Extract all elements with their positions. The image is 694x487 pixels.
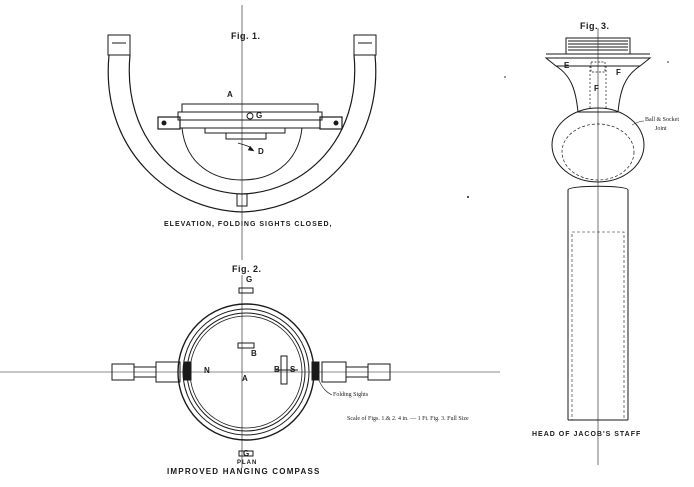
sight-left-block [183, 361, 192, 381]
fig1-label-g: G [256, 111, 263, 120]
speck [467, 196, 469, 198]
fig2-plan-drawing [0, 275, 500, 468]
stud-bottom [238, 450, 254, 457]
fig3-label-f-right: F [616, 68, 621, 77]
fig2-label-n: N [204, 366, 210, 375]
fig3-caption: HEAD OF JACOB'S STAFF [532, 431, 642, 438]
fig1-title: Fig. 1. [231, 31, 261, 41]
fig3-joint-label-line1: Ball & Socket [645, 117, 679, 123]
stud-top [238, 287, 254, 294]
fig2-label-b-top: B [251, 349, 257, 358]
fig2-title: Fig. 2. [232, 264, 262, 274]
fig1-label-d: D [258, 147, 264, 156]
fig1-caption: ELEVATION, FOLDING SIGHTS CLOSED, [164, 221, 333, 228]
fig3-label-e: E [564, 61, 570, 70]
speck [667, 61, 669, 63]
fig3-label-f-center: F [594, 84, 599, 93]
speck [504, 76, 506, 78]
fig1-label-a: A [227, 90, 233, 99]
fig3-staff-drawing [544, 28, 652, 465]
fig2-caption: IMPROVED HANGING COMPASS [167, 467, 321, 476]
sight-right-block [311, 361, 320, 381]
fig2-label-g-top: G [246, 275, 253, 284]
left-bracket [107, 34, 131, 56]
fig2-label-s: S [290, 365, 296, 374]
sight-right-box [367, 363, 391, 381]
fig2-folding-sights-label: Folding Sights [333, 392, 369, 398]
fig2-label-g-bottom: G [243, 449, 250, 458]
scale-note: Scale of Figs. 1.& 2. 4 in. — 1 Ft. Fig.… [347, 416, 469, 422]
right-bracket [353, 34, 377, 56]
fig2-plan-label: PLAN [237, 460, 258, 466]
fig3-title: Fig. 3. [580, 21, 610, 31]
fig2-label-b-right: B [274, 365, 280, 374]
fig1-elevation-drawing [107, 5, 377, 260]
fig2-label-a: A [242, 374, 248, 383]
fig3-joint-label-line2: Joint [655, 126, 667, 132]
